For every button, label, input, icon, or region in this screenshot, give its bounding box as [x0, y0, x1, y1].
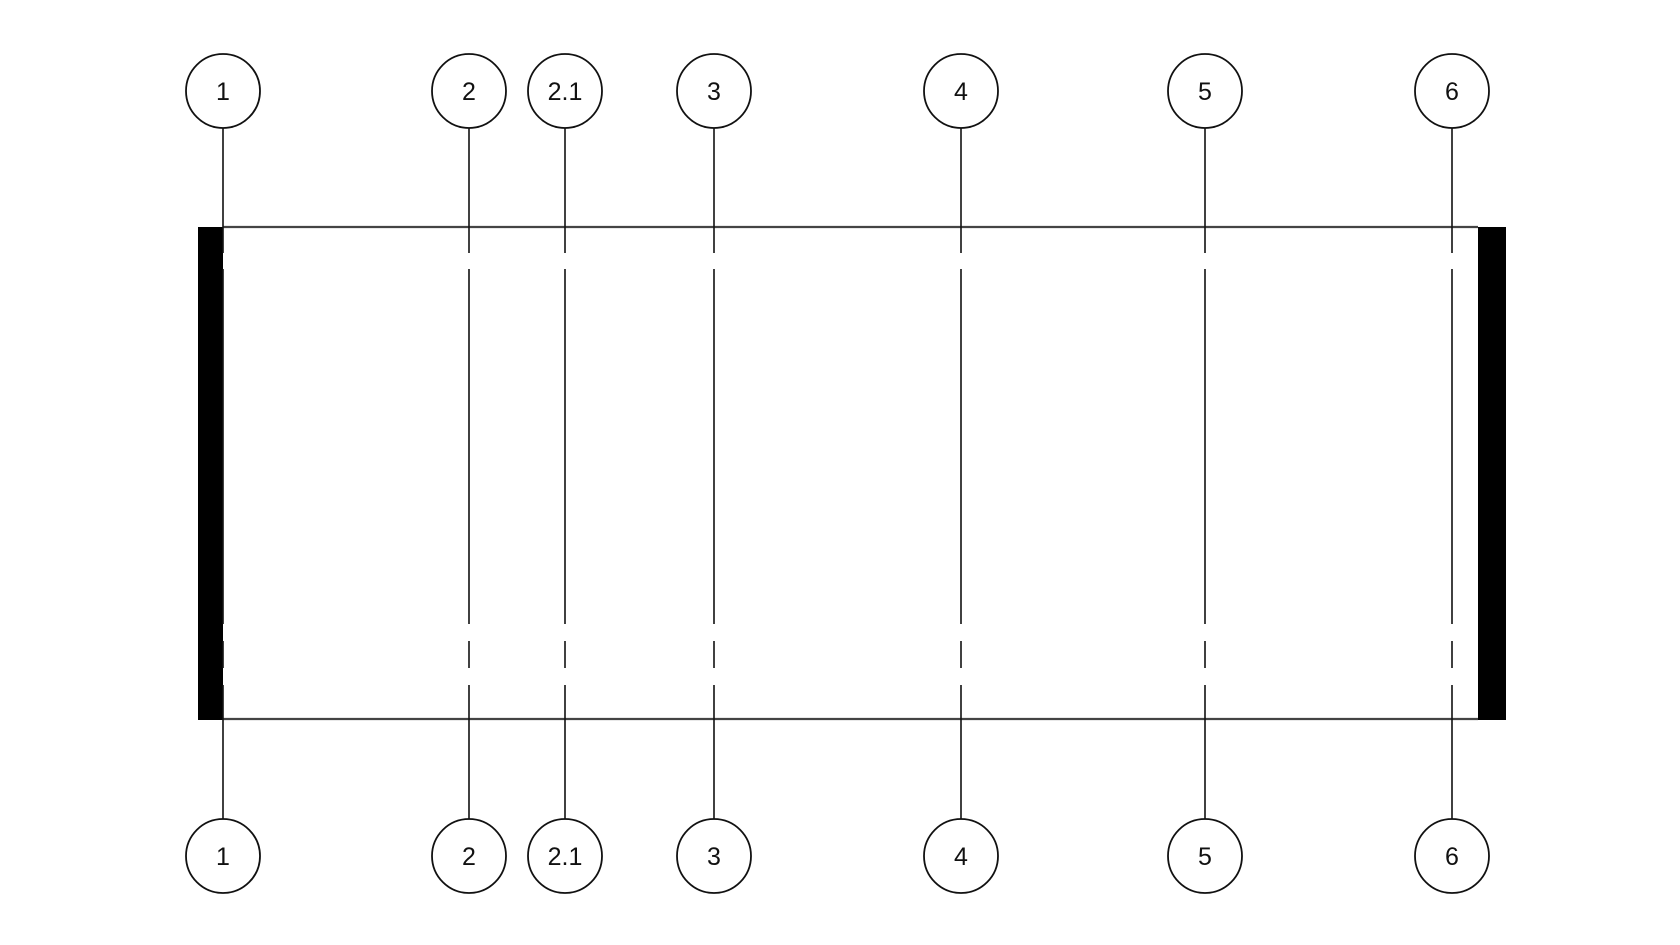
- grid-bubble-label: 4: [954, 78, 968, 106]
- grid-bubble-circle: [431, 53, 507, 129]
- grid-bubble-circle: [185, 53, 261, 129]
- grid-bubble-circle: [1167, 818, 1243, 894]
- grid-bubble-label: 2.1: [548, 78, 583, 106]
- grid-bubble-bottom[interactable]: 3: [676, 818, 752, 894]
- grid-bubble-top[interactable]: 2.1: [527, 53, 603, 129]
- grid-bubble-label: 1: [216, 78, 230, 106]
- grid-bubble-circle: [676, 53, 752, 129]
- grid-bubble-bottom[interactable]: 5: [1167, 818, 1243, 894]
- grid-line-3[interactable]: 33: [676, 53, 752, 894]
- grid-bubble-bottom[interactable]: 6: [1414, 818, 1490, 894]
- grid-bubble-circle: [923, 818, 999, 894]
- grid-bubble-label: 2: [462, 78, 476, 106]
- grid-bubble-circle: [923, 53, 999, 129]
- grid-line-6[interactable]: 66: [1414, 53, 1490, 894]
- grid-bubble-bottom[interactable]: 1: [185, 818, 261, 894]
- grid-bubble-label: 5: [1198, 843, 1212, 871]
- grid-bubble-circle: [527, 53, 603, 129]
- grid-bubble-bottom[interactable]: 2: [431, 818, 507, 894]
- grid-bubble-circle: [431, 818, 507, 894]
- grid-bubble-circle: [1167, 53, 1243, 129]
- grid-bubble-circle: [676, 818, 752, 894]
- grid-bubble-label: 3: [707, 78, 721, 106]
- grid-bubble-top[interactable]: 1: [185, 53, 261, 129]
- grid-bubble-bottom[interactable]: 2.1: [527, 818, 603, 894]
- grid-bubble-circle: [527, 818, 603, 894]
- grid-bubble-top[interactable]: 5: [1167, 53, 1243, 129]
- grid-line-4[interactable]: 44: [923, 53, 999, 894]
- grid-bubble-circle: [1414, 818, 1490, 894]
- right-wall: [1478, 227, 1506, 720]
- grid-bubble-label: 6: [1445, 843, 1459, 871]
- grid-bubble-circle: [1414, 53, 1490, 129]
- grid-bubble-label: 1: [216, 843, 230, 871]
- left-wall: [198, 227, 223, 720]
- grid-bubble-label: 2.1: [548, 843, 583, 871]
- grid-bubble-label: 6: [1445, 78, 1459, 106]
- grid-line-2[interactable]: 22: [431, 53, 507, 894]
- grid-bubble-label: 3: [707, 843, 721, 871]
- grid-bubble-label: 4: [954, 843, 968, 871]
- grid-bubble-circle: [185, 818, 261, 894]
- grid-bubble-label: 5: [1198, 78, 1212, 106]
- grid-bubble-top[interactable]: 3: [676, 53, 752, 129]
- grid-line-5[interactable]: 55: [1167, 53, 1243, 894]
- grid-bubble-top[interactable]: 2: [431, 53, 507, 129]
- grid-bubble-bottom[interactable]: 4: [923, 818, 999, 894]
- walls: [198, 227, 1506, 720]
- grid-line-2-1[interactable]: 2.1 2.1: [527, 53, 603, 894]
- grid-bubble-label: 2: [462, 843, 476, 871]
- grid-line-1[interactable]: 11: [185, 53, 261, 894]
- grid-bubble-top[interactable]: 4: [923, 53, 999, 129]
- grid-bubble-top[interactable]: 6: [1414, 53, 1490, 129]
- building-outline: [223, 225, 1478, 721]
